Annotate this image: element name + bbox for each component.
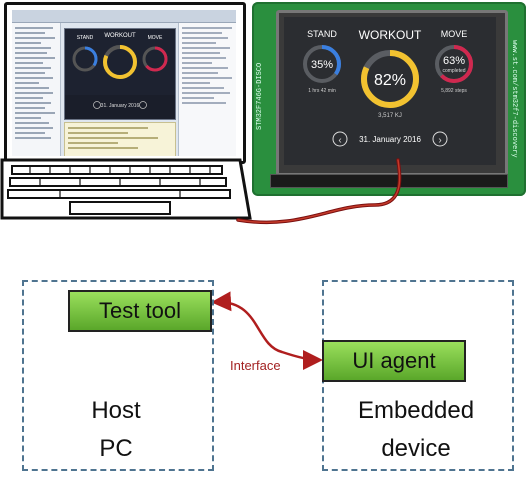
- stand-caption: 1 hrs 42 min: [308, 88, 336, 94]
- chevron-right-icon: ›: [438, 135, 441, 146]
- move-sub: completed: [442, 68, 465, 74]
- ide-console: [64, 122, 176, 156]
- ide-right-panel: [178, 23, 236, 156]
- embedded-device-label: Embedded device: [322, 392, 510, 468]
- test-tool-block: Test tool: [68, 290, 212, 332]
- stand-ring: [303, 45, 341, 83]
- ide-toolbar: [12, 10, 236, 23]
- workout-label: WORKOUT: [359, 28, 422, 42]
- board-url: www.st.com/stm32f7-discovery: [510, 40, 518, 158]
- device-line-2: device: [381, 435, 451, 462]
- host-pc-label: Host PC: [22, 392, 210, 468]
- ide-app-preview: STAND WORKOUT MOVE 31. January 2016: [64, 28, 176, 120]
- laptop-keyboard-base: [0, 158, 252, 220]
- ui-agent-block: UI agent: [322, 340, 466, 382]
- host-line-2: PC: [99, 435, 133, 462]
- mini-date: 31. January 2016: [101, 103, 140, 109]
- interface-arrow: [211, 291, 323, 370]
- host-line-1: Host: [91, 397, 141, 424]
- board-label: STM32F746G-DISCO: [256, 62, 264, 130]
- workout-caption: 3,517 KJ: [378, 113, 402, 119]
- mini-move-label: MOVE: [148, 35, 163, 41]
- move-ring: [435, 45, 473, 83]
- laptop-screen: STAND WORKOUT MOVE 31. January 2016: [12, 10, 236, 156]
- move-percent: 63%: [443, 55, 465, 67]
- workout-ring: [361, 50, 419, 108]
- host-pc-box: [22, 280, 214, 471]
- move-label: MOVE: [441, 29, 468, 39]
- move-caption: 5,892 steps: [441, 88, 467, 94]
- dashboard-app: STAND WORKOUT MOVE 35% 1 hrs 42 min 82% …: [303, 28, 473, 147]
- mini-workout-label: WORKOUT: [104, 33, 136, 39]
- mini-stand-label: STAND: [77, 35, 94, 41]
- stand-label: STAND: [307, 29, 337, 39]
- chevron-left-icon: ‹: [338, 135, 341, 146]
- mini-dashboard: STAND WORKOUT MOVE 31. January 2016: [65, 33, 175, 119]
- prev-button[interactable]: [332, 131, 348, 147]
- date-label: 31. January 2016: [359, 135, 421, 144]
- next-button[interactable]: [432, 131, 448, 147]
- ide-left-panel: [12, 23, 61, 156]
- workout-percent: 82%: [374, 72, 406, 89]
- lcd-screen: STAND WORKOUT MOVE 35% 1 hrs 42 min 82% …: [284, 17, 496, 165]
- stand-percent: 35%: [311, 59, 333, 71]
- interface-label: Interface: [230, 358, 281, 373]
- connector-header: [270, 174, 508, 188]
- device-line-1: Embedded: [357, 397, 475, 424]
